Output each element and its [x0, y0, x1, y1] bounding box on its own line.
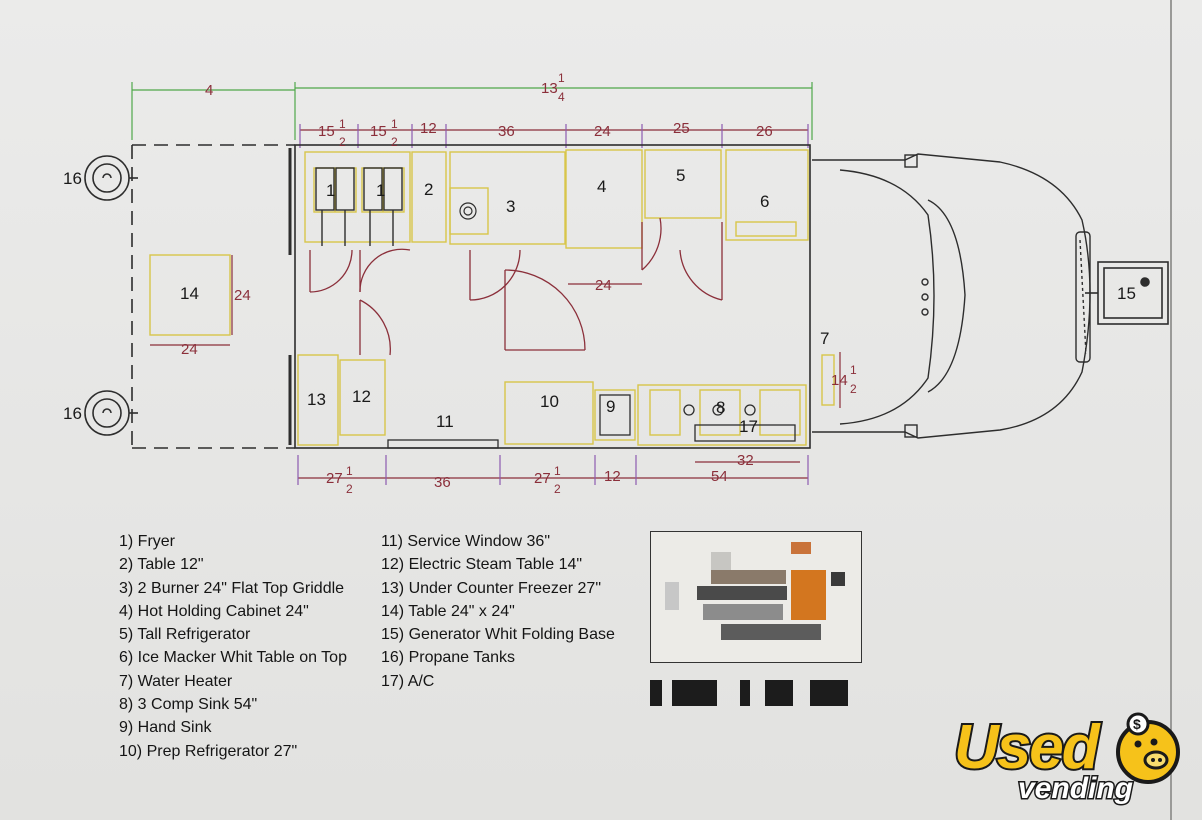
dim-top-total-den: 4	[558, 90, 565, 104]
truck-body	[131, 144, 811, 449]
dim-36: 36	[498, 123, 515, 140]
label-15: 15	[1117, 284, 1136, 303]
legend-item: 7) Water Heater	[119, 672, 233, 690]
legend-right-column: 11) Service Window 36" 12) Electric Stea…	[381, 530, 615, 693]
paper-edge	[1170, 0, 1172, 820]
legend-left-column: 1) Fryer 2) Table 12" 3) 2 Burner 24" Fl…	[119, 530, 347, 763]
dim-15b: 15	[370, 123, 387, 140]
dim-top-left: 4	[205, 82, 213, 99]
label-6: 6	[760, 192, 769, 211]
top-dimension-lines	[131, 82, 813, 148]
label-4: 4	[597, 177, 606, 196]
label-12: 12	[352, 387, 371, 406]
legend-item: 1) Fryer	[119, 533, 175, 550]
pixelated-badge	[650, 531, 862, 663]
dim-12: 12	[420, 120, 437, 137]
fryer-baskets	[315, 167, 403, 246]
dim-bottom-27b-den: 2	[554, 482, 561, 496]
legend-item: 9) Hand Sink	[119, 719, 212, 737]
dim-bottom-27-den: 2	[346, 482, 353, 496]
equipment-bottom-row	[297, 354, 807, 446]
dim-25: 25	[673, 120, 690, 137]
dim-bottom-12: 12	[604, 468, 621, 485]
label-16a: 16	[63, 169, 82, 188]
dim-bottom-32: 32	[737, 452, 754, 469]
dim-bottom-27b-num: 1	[554, 464, 561, 478]
piggy-coin-icon: $	[1116, 712, 1180, 784]
legend-item: 15) Generator Whit Folding Base	[381, 626, 615, 644]
label-1b: 1	[376, 181, 385, 200]
dim-15b-den: 2	[391, 135, 398, 149]
legend-item: 13) Under Counter Freezer 27"	[381, 579, 602, 597]
legend-item: 17) A/C	[381, 672, 435, 690]
dim-top-total-num: 1	[558, 71, 565, 85]
label-13: 13	[307, 390, 326, 409]
dim-top-total: 13	[541, 80, 558, 97]
dim-bottom-54: 54	[711, 468, 728, 485]
generator	[1085, 261, 1169, 325]
legend-item: 14) Table 24" x 24"	[381, 602, 515, 620]
label-17: 17	[739, 417, 758, 436]
used-vending-logo: Used vending $	[950, 702, 1195, 814]
dim-table-h: 24	[234, 287, 251, 304]
dim-24: 24	[594, 123, 611, 140]
legend-item: 16) Propane Tanks	[381, 649, 516, 667]
label-3: 3	[506, 197, 515, 216]
legend-item: 11) Service Window 36"	[381, 533, 551, 550]
dim-bottom-27-num: 1	[346, 464, 353, 478]
legend-item: 6) Ice Macker Whit Table on Top	[119, 649, 347, 667]
logo-sub: vending	[1016, 771, 1134, 807]
dim-bottom-36: 36	[434, 474, 451, 491]
dim-15a: 15	[318, 123, 335, 140]
legend-item: 3) 2 Burner 24" Flat Top Griddle	[119, 579, 345, 597]
legend-item: 8) 3 Comp Sink 54"	[119, 696, 258, 714]
legend-item: 4) Hot Holding Cabinet 24"	[119, 602, 309, 620]
dim-26: 26	[756, 123, 773, 140]
dim-bottom-27b: 27	[534, 470, 551, 487]
griddle-burner	[459, 202, 477, 220]
label-5: 5	[676, 166, 685, 185]
label-10: 10	[540, 392, 559, 411]
table-14-dims	[150, 255, 233, 346]
propane-tank-bottom	[84, 390, 138, 436]
logo-brand: Used	[952, 711, 1102, 784]
dim-15a-num: 1	[339, 117, 346, 131]
door-swings	[309, 217, 723, 356]
legend-item: 5) Tall Refrigerator	[119, 626, 251, 644]
dim-15a-den: 2	[339, 135, 346, 149]
table-14	[149, 254, 231, 336]
dimension-labels: 4 13 1 4 15 1 2 15 1 2 12 36 24 25 26 24…	[181, 71, 857, 496]
legend-item: 2) Table 12"	[119, 556, 204, 574]
label-8: 8	[716, 398, 725, 417]
dim-14-num: 1	[850, 363, 857, 377]
equipment-top-row	[304, 149, 835, 406]
label-16b: 16	[63, 404, 82, 423]
svg-text:$: $	[1133, 716, 1141, 732]
equipment-numbers: 1 1 2 3 4 5 6 7 8 9 10 11 12 13 14 15 16…	[63, 166, 1136, 436]
dim-bottom-27: 27	[326, 470, 343, 487]
dim-14: 14	[831, 372, 848, 389]
dim-14-den: 2	[850, 382, 857, 396]
legend-item: 10) Prep Refrigerator 27"	[119, 742, 298, 760]
floor-plan: 4 13 1 4 15 1 2 15 1 2 12 36 24 25 26 24…	[63, 71, 1169, 496]
dim-24-mid: 24	[595, 277, 612, 294]
sink-drains	[387, 394, 796, 449]
label-1a: 1	[326, 181, 335, 200]
legend-item: 12) Electric Steam Table 14"	[381, 556, 583, 574]
propane-tank-top	[84, 155, 138, 201]
label-2: 2	[424, 180, 433, 199]
label-14: 14	[180, 284, 199, 303]
label-11: 11	[436, 412, 454, 431]
label-7: 7	[820, 329, 829, 348]
redacted-text	[650, 680, 850, 706]
bottom-dimension-lines	[297, 283, 841, 485]
label-9: 9	[606, 397, 615, 416]
dim-15b-num: 1	[391, 117, 398, 131]
dim-table-w: 24	[181, 341, 198, 358]
